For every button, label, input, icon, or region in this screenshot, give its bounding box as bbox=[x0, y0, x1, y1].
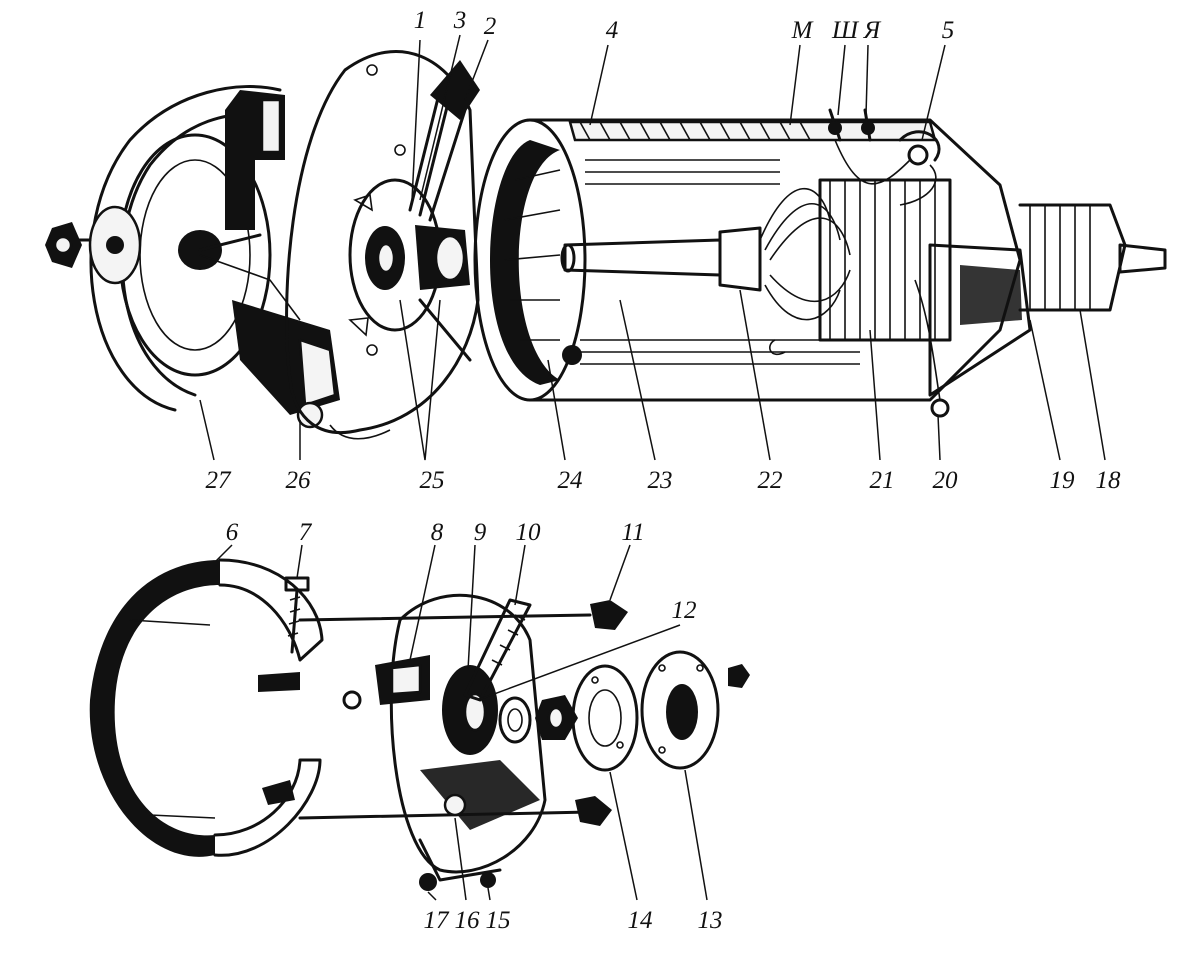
label-24: 24 bbox=[558, 467, 583, 494]
label-19: 19 bbox=[1050, 467, 1076, 494]
label-8: 8 bbox=[431, 519, 444, 546]
end-cover-27 bbox=[45, 85, 340, 429]
label-16: 16 bbox=[455, 907, 481, 934]
label-22: 22 bbox=[758, 467, 783, 494]
washer-14 bbox=[571, 664, 639, 772]
label-25: 25 bbox=[420, 467, 445, 494]
label-2: 2 bbox=[484, 13, 497, 40]
label-4: 4 bbox=[606, 17, 619, 44]
label-21: 21 bbox=[870, 467, 895, 494]
label-20: 20 bbox=[933, 467, 959, 494]
label-26: 26 bbox=[286, 467, 312, 494]
nut-11 bbox=[575, 600, 628, 826]
label-23: 23 bbox=[648, 467, 673, 494]
label-5: 5 bbox=[942, 17, 955, 44]
label-14: 14 bbox=[628, 907, 653, 934]
generator-housing bbox=[473, 108, 1167, 418]
label-15: 15 bbox=[486, 907, 511, 934]
leader-lines bbox=[199, 34, 1106, 901]
brush-holder-plate-25 bbox=[285, 50, 480, 440]
label-sh: Ш bbox=[831, 17, 860, 44]
label-3: 3 bbox=[453, 7, 467, 34]
cap-13 bbox=[640, 650, 720, 770]
label-12: 12 bbox=[672, 597, 697, 624]
label-9: 9 bbox=[474, 519, 487, 546]
label-ya: Я bbox=[863, 17, 882, 44]
label-17: 17 bbox=[424, 907, 451, 934]
label-13: 13 bbox=[698, 907, 723, 934]
label-m: М bbox=[791, 17, 814, 44]
label-6: 6 bbox=[226, 519, 239, 546]
label-11: 11 bbox=[621, 519, 644, 546]
shaft-washer-and-nut bbox=[498, 695, 578, 744]
label-27: 27 bbox=[206, 467, 233, 494]
label-10: 10 bbox=[516, 519, 542, 546]
label-18: 18 bbox=[1096, 467, 1122, 494]
brush-holder-assembly bbox=[342, 593, 547, 891]
label-7: 7 bbox=[299, 519, 313, 546]
label-1: 1 bbox=[414, 7, 427, 34]
cover-band-6 bbox=[89, 558, 324, 857]
part-labels: 1 3 2 4 М Ш Я 5 27 26 25 24 23 22 21 20 … bbox=[206, 7, 1122, 934]
small-screw bbox=[728, 664, 750, 688]
